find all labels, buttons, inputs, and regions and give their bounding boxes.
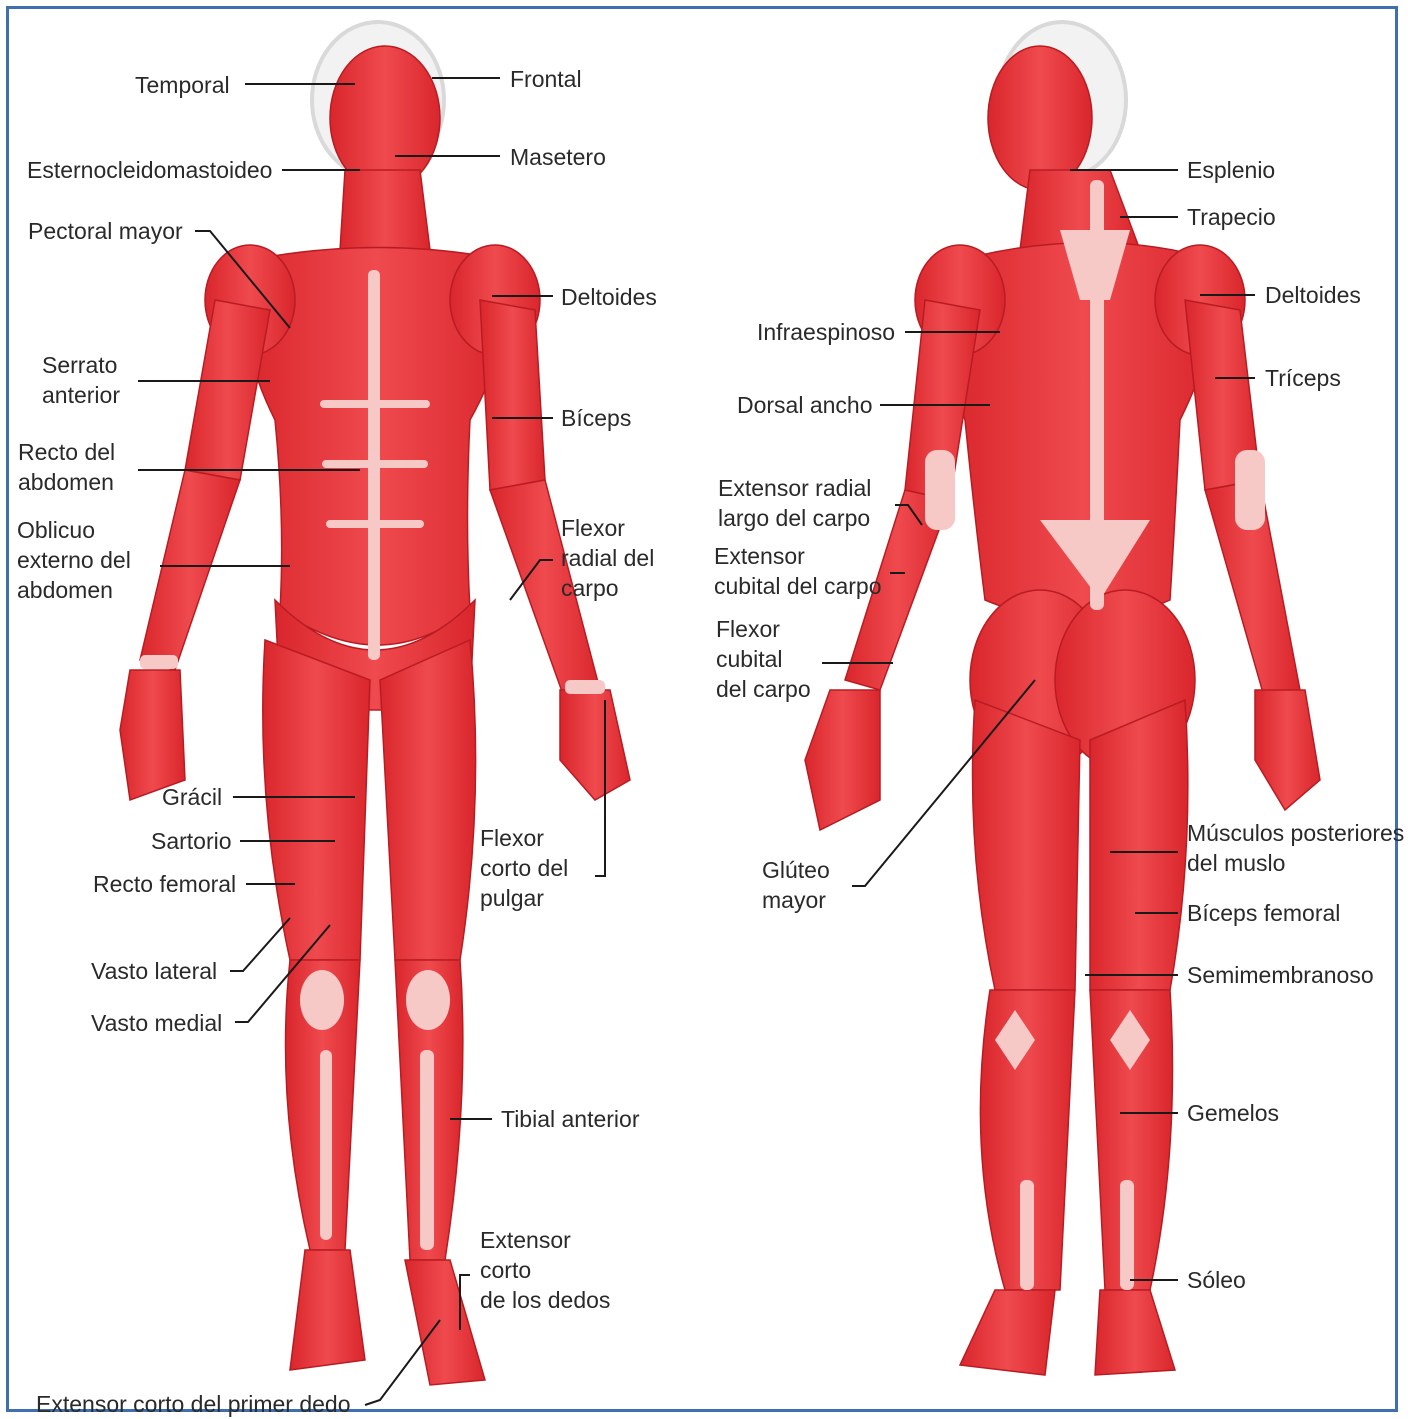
front-right-foot bbox=[405, 1260, 485, 1385]
front-left-thigh bbox=[263, 640, 370, 960]
back-right-hand bbox=[1255, 690, 1320, 810]
label-recto-femoral: Recto femoral bbox=[93, 869, 236, 899]
front-left-upper-arm bbox=[185, 300, 270, 480]
label-infraespinoso: Infraespinoso bbox=[757, 317, 895, 347]
label-deltoides-back: Deltoides bbox=[1265, 280, 1361, 310]
label-oblicuo-externo: Oblicuo externo del abdomen bbox=[17, 515, 131, 605]
label-extensor-radial-largo-carpo: Extensor radial largo del carpo bbox=[718, 473, 871, 533]
front-left-wrist bbox=[140, 655, 178, 669]
label-flexor-cubital-carpo: Flexor cubital del carpo bbox=[716, 614, 811, 704]
label-flexor-radial-carpo: Flexor radial del carpo bbox=[561, 513, 654, 603]
back-right-foot bbox=[1095, 1290, 1175, 1375]
label-tibial-anterior: Tibial anterior bbox=[501, 1104, 639, 1134]
label-recto-abdomen: Recto del abdomen bbox=[18, 437, 115, 497]
label-frontal: Frontal bbox=[510, 64, 582, 94]
front-right-wrist bbox=[565, 680, 605, 694]
leader-vasto-lateral bbox=[230, 918, 290, 971]
label-semimembranoso: Semimembranoso bbox=[1187, 960, 1374, 990]
label-serrato-anterior: Serrato anterior bbox=[42, 350, 120, 410]
label-pectoral-mayor: Pectoral mayor bbox=[28, 216, 183, 246]
front-left-foot bbox=[290, 1250, 365, 1370]
label-masetero: Masetero bbox=[510, 142, 606, 172]
front-right-knee bbox=[406, 970, 450, 1030]
front-body bbox=[120, 22, 630, 1385]
label-biceps-front: Bíceps bbox=[561, 403, 631, 433]
back-left-foot bbox=[960, 1290, 1055, 1375]
label-extensor-cubital-carpo: Extensor cubital del carpo bbox=[714, 541, 882, 601]
front-right-upper-arm bbox=[480, 300, 545, 490]
back-left-elbow bbox=[925, 450, 955, 530]
back-right-elbow bbox=[1235, 450, 1265, 530]
front-left-hand bbox=[120, 670, 185, 800]
label-extensor-corto-dedos: Extensor corto de los dedos bbox=[480, 1225, 610, 1315]
label-temporal: Temporal bbox=[135, 70, 230, 100]
front-left-shin-bone bbox=[320, 1050, 332, 1240]
label-esternocleidomastoideo: Esternocleidomastoideo bbox=[27, 155, 272, 185]
label-deltoides-front: Deltoides bbox=[561, 282, 657, 312]
back-left-thigh bbox=[973, 700, 1081, 990]
front-head bbox=[330, 46, 440, 190]
front-abs-line-3 bbox=[326, 520, 424, 528]
back-right-thigh bbox=[1090, 700, 1188, 990]
front-right-hand bbox=[560, 690, 630, 800]
front-right-shin-bone bbox=[420, 1050, 434, 1250]
label-trapecio: Trapecio bbox=[1187, 202, 1276, 232]
label-gluteo-mayor: Glúteo mayor bbox=[762, 855, 830, 915]
back-left-hand bbox=[805, 690, 880, 830]
label-biceps-femoral: Bíceps femoral bbox=[1187, 898, 1340, 928]
front-abs-line-1 bbox=[320, 400, 430, 408]
label-esplenio: Esplenio bbox=[1187, 155, 1275, 185]
label-musculos-posteriores-muslo: Músculos posteriores del muslo bbox=[1187, 818, 1404, 878]
label-soleo: Sóleo bbox=[1187, 1265, 1246, 1295]
front-abs-line-2 bbox=[322, 460, 428, 468]
label-gracil: Grácil bbox=[162, 782, 222, 812]
front-neck bbox=[340, 170, 430, 250]
label-sartorio: Sartorio bbox=[151, 826, 232, 856]
back-head bbox=[988, 46, 1092, 190]
label-gemelos: Gemelos bbox=[1187, 1098, 1279, 1128]
back-left-achilles bbox=[1020, 1180, 1034, 1290]
front-right-thigh bbox=[380, 640, 476, 960]
label-vasto-lateral: Vasto lateral bbox=[91, 956, 217, 986]
front-left-forearm bbox=[140, 470, 240, 670]
label-vasto-medial: Vasto medial bbox=[91, 1008, 222, 1038]
back-right-achilles bbox=[1120, 1180, 1134, 1290]
label-triceps: Tríceps bbox=[1265, 363, 1341, 393]
label-flexor-corto-pulgar: Flexor corto del pulgar bbox=[480, 823, 568, 913]
front-left-knee bbox=[300, 970, 344, 1030]
label-dorsal-ancho: Dorsal ancho bbox=[737, 390, 873, 420]
label-extensor-corto-primer-dedo: Extensor corto del primer dedo bbox=[36, 1389, 351, 1419]
